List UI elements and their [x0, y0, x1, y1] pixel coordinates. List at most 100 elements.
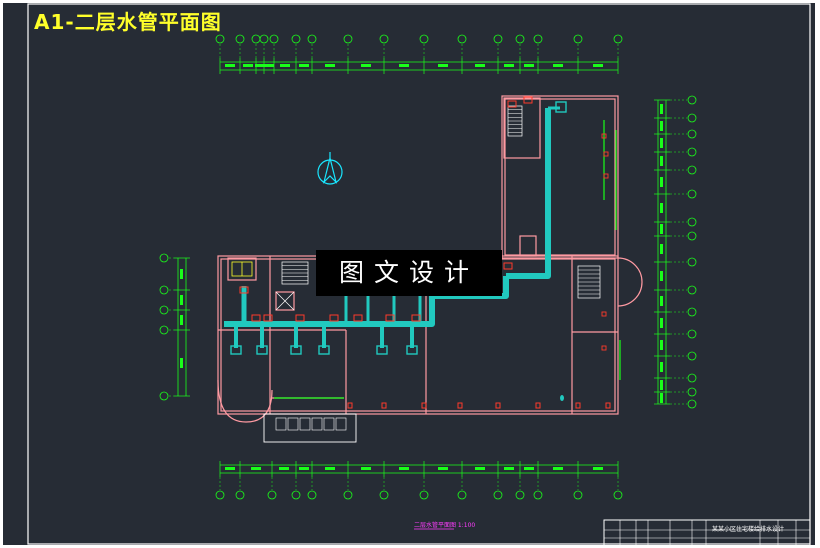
shaft-room-wall: [519, 235, 537, 257]
axis-bubble: [687, 285, 697, 295]
column-marker: [495, 402, 501, 409]
horizontal-main-pipe: [224, 276, 509, 327]
axis-bubble: [687, 231, 697, 241]
axis-bubble: [687, 165, 697, 175]
axis-bubble: [159, 305, 169, 315]
dimension-text-mark: [361, 467, 371, 470]
wall-marker: [601, 133, 607, 139]
plan-subtitle: 二层水管平面图 1:100: [414, 522, 476, 529]
canopy-panel: [311, 417, 323, 431]
dimension-text-mark: [660, 224, 663, 234]
floor-drain: [560, 395, 564, 401]
dimension-text-mark: [361, 64, 371, 67]
dimension-text-mark: [524, 64, 534, 67]
axis-bubble: [687, 329, 697, 339]
axis-bubble: [687, 387, 697, 397]
axis-bubble: [533, 490, 543, 500]
elevator-cross: [275, 291, 295, 311]
axis-bubble: [687, 373, 697, 383]
north-arrow-pointer: [322, 157, 338, 184]
axis-bubble: [493, 490, 503, 500]
canopy-panel: [299, 417, 311, 431]
building-walls: [217, 95, 643, 443]
axis-bubble: [687, 399, 697, 409]
axis-bubble: [291, 34, 301, 44]
column-marker: [605, 402, 611, 409]
dimension-text-mark: [399, 64, 409, 67]
wall-marker: [601, 345, 607, 351]
valve-marker: [295, 314, 305, 322]
dimension-text-mark: [264, 64, 274, 67]
dimension-text-mark: [225, 64, 235, 67]
axis-bubble: [687, 147, 697, 157]
east-bay-wall: [617, 257, 643, 307]
valve-marker: [239, 286, 249, 294]
axis-bubble: [159, 391, 169, 401]
column-marker: [535, 402, 541, 409]
column-marker: [347, 402, 353, 409]
dimension-text-mark: [660, 121, 663, 131]
axis-bubble: [515, 34, 525, 44]
dimension-text-mark: [593, 467, 603, 470]
dimension-text-mark: [660, 271, 663, 281]
axis-bubble: [307, 490, 317, 500]
axis-bubble: [573, 490, 583, 500]
column-marker: [381, 402, 387, 409]
title-block-border: [603, 519, 811, 547]
axis-bubble: [235, 34, 245, 44]
axis-bubble: [343, 34, 353, 44]
axis-bubble: [419, 490, 429, 500]
water-pipes: [224, 101, 567, 401]
axis-bubble: [573, 34, 583, 44]
axis-bubble: [687, 351, 697, 361]
valve-marker: [353, 314, 363, 322]
dimension-text-mark: [553, 64, 563, 67]
dimension-text-mark: [660, 177, 663, 187]
axis-bubble: [515, 490, 525, 500]
title-block-text: 某某小区住宅楼给排水设计: [712, 526, 785, 533]
axis-bubble: [259, 34, 269, 44]
axis-bubble: [687, 307, 697, 317]
riser-main-pipe: [506, 108, 551, 279]
dimension-text-mark: [251, 467, 261, 470]
axis-bubble: [159, 325, 169, 335]
valve-marker: [507, 100, 517, 108]
north-tower-inner-wall: [504, 98, 616, 256]
axis-bubble: [687, 217, 697, 227]
left-dimension-chain: [159, 253, 190, 401]
axis-bubble: [533, 34, 543, 44]
elevator-shaft: [275, 291, 295, 311]
dimension-text-mark: [243, 64, 253, 67]
pipe-fixture: [318, 345, 330, 355]
toilet-room-wall: [227, 257, 257, 281]
axis-bubble: [613, 34, 623, 44]
dimension-text-mark: [660, 104, 663, 114]
drawing-frame: [27, 3, 811, 545]
dimension-text-mark: [280, 64, 290, 67]
axis-bubble: [687, 189, 697, 199]
axis-bubble: [159, 285, 169, 295]
dimension-text-mark: [180, 269, 183, 279]
canopy-panel: [335, 417, 347, 431]
canopy-panel: [323, 417, 335, 431]
dimension-text-mark: [553, 467, 563, 470]
north-tower-wall: [501, 95, 619, 259]
axis-bubble: [159, 253, 169, 263]
dimension-text-mark: [180, 315, 183, 325]
dimension-text-mark: [504, 64, 514, 67]
dimension-text-mark: [660, 244, 663, 254]
right-dimension-chain: [654, 95, 697, 409]
dimension-text-mark: [593, 64, 603, 67]
axis-bubble: [267, 490, 277, 500]
axis-bubble: [215, 34, 225, 44]
wall-marker: [603, 151, 609, 157]
axis-bubble: [379, 34, 389, 44]
valve-marker: [503, 262, 513, 270]
dimension-text-mark: [180, 295, 183, 305]
dimension-text-mark: [504, 467, 514, 470]
west-stair: [281, 261, 309, 285]
dimension-text-mark: [475, 467, 485, 470]
axis-bubble: [493, 34, 503, 44]
axis-bubble: [379, 490, 389, 500]
